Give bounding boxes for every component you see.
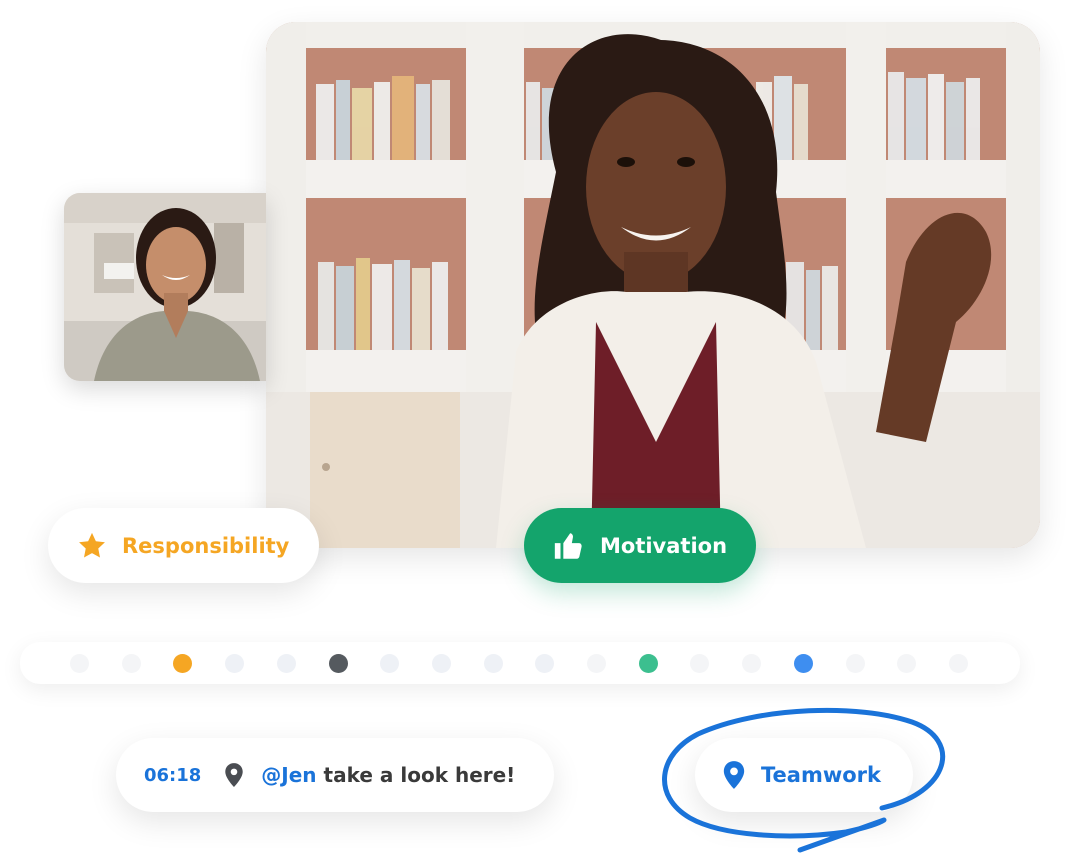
timeline-marker[interactable] [328,654,348,673]
main-video-tile[interactable] [266,22,1040,548]
timeline-marker[interactable] [587,654,606,673]
motivation-label: Motivation [600,533,728,558]
location-pin-icon [225,763,244,787]
timeline-marker[interactable] [173,654,193,673]
timeline-marker[interactable] [845,654,865,673]
star-icon [79,532,105,557]
timeline-marker[interactable] [793,654,813,673]
main-speaker-video [266,22,1040,548]
timeline-marker[interactable] [690,654,710,673]
location-pin-icon [723,761,745,789]
comment-timestamp[interactable]: 06:18 [144,764,202,786]
comment-bubble[interactable]: 06:18 @Jen take a look here! [116,738,554,812]
timeline-marker[interactable] [276,654,296,673]
timeline-marker[interactable] [483,654,503,673]
timeline-track[interactable] [20,642,1020,684]
self-view-video [64,193,266,381]
timeline-marker[interactable] [897,654,917,673]
timeline-marker[interactable] [380,654,400,673]
timeline-marker[interactable] [70,654,89,673]
timeline-marker[interactable] [742,654,762,673]
timeline-marker[interactable] [121,654,141,673]
timeline-marker[interactable] [948,654,968,673]
comment-mention[interactable]: @Jen [261,763,317,787]
timeline-marker[interactable] [225,654,245,673]
timeline-marker[interactable] [431,654,451,673]
teamwork-tag[interactable]: Teamwork [695,738,913,812]
timeline-marker[interactable] [638,654,658,673]
self-view-tile[interactable] [64,193,266,381]
thumbs-up-icon [554,532,582,559]
responsibility-label: Responsibility [122,533,290,558]
timeline-marker[interactable] [535,654,555,673]
responsibility-tag[interactable]: Responsibility [48,508,319,583]
comment-text: take a look here! [323,763,516,787]
teamwork-label: Teamwork [761,763,881,787]
motivation-tag[interactable]: Motivation [524,508,756,583]
